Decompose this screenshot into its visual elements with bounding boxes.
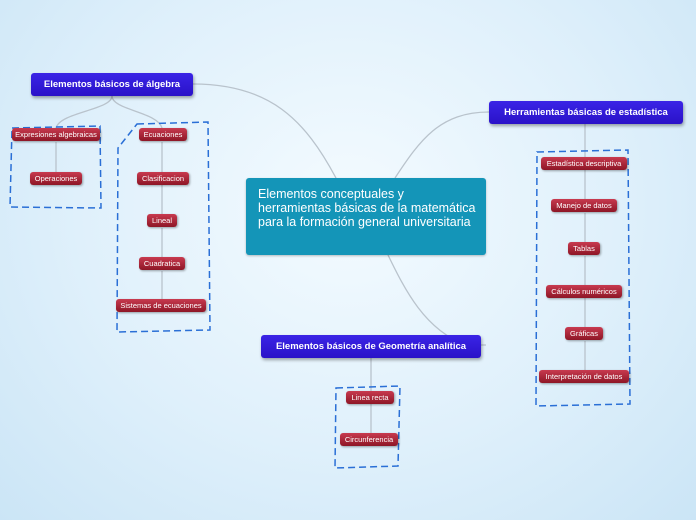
leaf-label: Cálculos numéricos xyxy=(551,287,617,296)
leaf-label: Sistemas de ecuaciones xyxy=(120,301,202,310)
main-node-algebra[interactable]: Elementos básicos de álgebra xyxy=(31,73,193,96)
leaf-label: Interpretación de datos xyxy=(545,372,623,381)
leaf-interpretacion-de-datos[interactable]: Interpretación de datos xyxy=(539,370,629,383)
central-topic[interactable]: Elementos conceptuales y herramientas bá… xyxy=(246,178,486,255)
main-node-geometria[interactable]: Elementos básicos de Geometría analítica xyxy=(261,335,481,358)
leaf-label: Gráficas xyxy=(570,329,598,338)
leaf-label: Estadística descriptiva xyxy=(546,159,622,168)
leaf-label: Cuadratica xyxy=(143,259,181,268)
leaf-cuadratica[interactable]: Cuadratica xyxy=(139,257,185,270)
leaf-lineal[interactable]: Lineal xyxy=(147,214,177,227)
leaf-label: Lineal xyxy=(151,216,173,225)
leaf-manejo-de-datos[interactable]: Manejo de datos xyxy=(551,199,617,212)
central-topic-label: Elementos conceptuales y herramientas bá… xyxy=(258,187,476,229)
leaf-sistemas-de-ecuaciones[interactable]: Sistemas de ecuaciones xyxy=(116,299,206,312)
leaf-operaciones[interactable]: Operaciones xyxy=(30,172,82,185)
leaf-linea-recta[interactable]: Linea recta xyxy=(346,391,394,404)
leaf-label: Operaciones xyxy=(34,174,78,183)
leaf-circunferencia[interactable]: Circunferencia xyxy=(340,433,398,446)
leaf-label: Linea recta xyxy=(351,393,389,402)
main-node-estadistica[interactable]: Herramientas básicas de estadística xyxy=(489,101,683,124)
leaf-label: Manejo de datos xyxy=(556,201,612,210)
leaf-estadistica-descriptiva[interactable]: Estadística descriptiva xyxy=(541,157,627,170)
leaf-label: Ecuaciones xyxy=(143,130,183,139)
leaf-graficas[interactable]: Gráficas xyxy=(565,327,603,340)
leaf-label: Tablas xyxy=(573,244,595,253)
leaf-label: Expresiones algebraicas xyxy=(15,130,97,139)
main-node-geometria-label: Elementos básicos de Geometría analítica xyxy=(275,341,467,352)
leaf-ecuaciones[interactable]: Ecuaciones xyxy=(139,128,187,141)
leaf-expresiones-algebraicas[interactable]: Expresiones algebraicas xyxy=(12,128,100,141)
leaf-label: Clasificacion xyxy=(141,174,185,183)
leaf-label: Circunferencia xyxy=(344,435,394,444)
leaf-clasificacion[interactable]: Clasificacion xyxy=(137,172,189,185)
main-node-algebra-label: Elementos básicos de álgebra xyxy=(43,79,181,90)
leaf-calculos-numericos[interactable]: Cálculos numéricos xyxy=(546,285,622,298)
leaf-tablas[interactable]: Tablas xyxy=(568,242,600,255)
main-node-estadistica-label: Herramientas básicas de estadística xyxy=(504,107,668,118)
